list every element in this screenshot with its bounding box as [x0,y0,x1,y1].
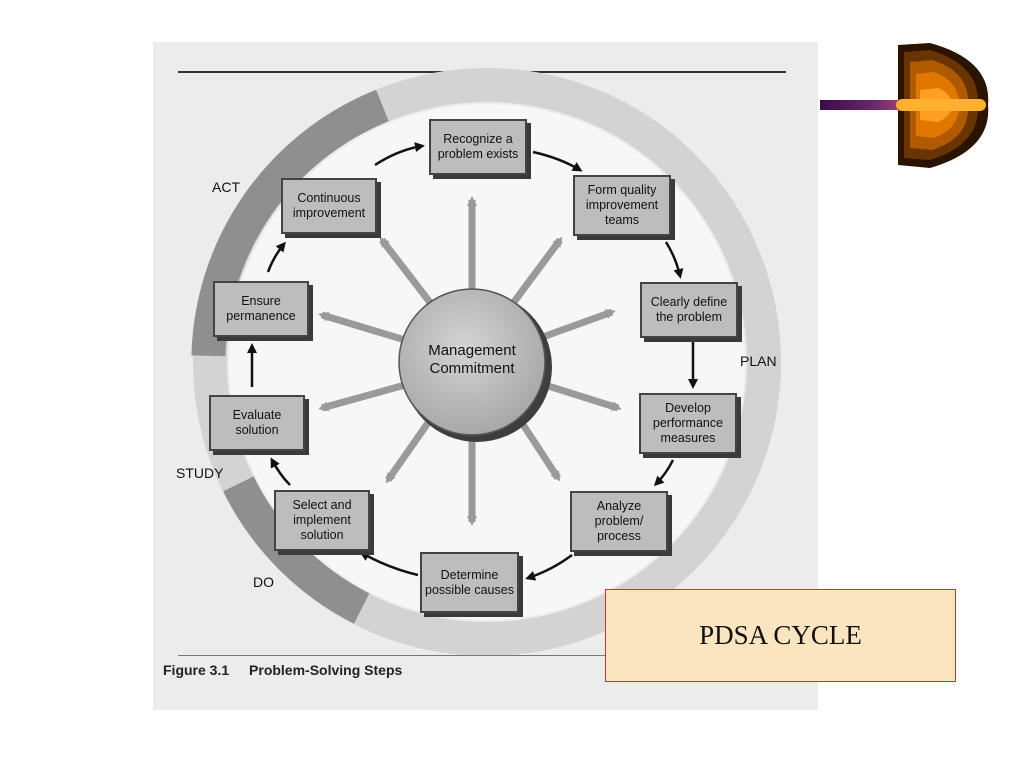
step-continuous: Continuous improvement [281,178,377,234]
step-form-teams: Form quality improvement teams [573,175,671,236]
step-ensure: Ensure permanence [213,281,309,337]
pdsa-title-box: PDSA CYCLE [605,589,956,682]
spokes [318,196,622,526]
phase-label-study: STUDY [176,465,224,481]
phase-label-plan: PLAN [740,353,777,369]
pushpin-decoration-icon [820,43,989,168]
step-define: Clearly define the problem [640,282,738,338]
pdsa-title: PDSA CYCLE [699,620,862,650]
arrow-recognize-to-teams [532,150,583,172]
figure-caption: Figure 3.1 Problem-Solving Steps [163,662,402,678]
figure-number: Figure 3.1 [163,662,230,678]
arrow-select-to-evaluate [270,457,291,486]
arrow-develop-to-analyze [653,459,675,487]
center-label: Management Commitment [400,342,544,378]
spoke-right-down [540,380,622,412]
step-recognize: Recognize a problem exists [429,119,527,175]
outer-ring [193,68,781,656]
ring-dark-arc-lower-left [223,476,370,624]
center-line-2: Commitment [429,360,515,377]
step-develop: Develop performance measures [639,393,737,454]
step-evaluate: Evaluate solution [209,395,305,451]
figure-title: Problem-Solving Steps [249,662,403,678]
spoke-down-left [385,417,433,484]
phase-label-act: ACT [212,179,240,195]
cycle-arrows [247,142,698,581]
center-line-1: Management [428,342,516,359]
spoke-down-right [517,418,561,482]
arrow-teams-to-define [664,241,684,279]
spoke-left-up [318,311,407,344]
step-select: Select and implement solution [274,490,370,551]
arrow-ensure-to-continuous [266,241,286,273]
arrow-continuous-to-recognize [374,142,425,167]
spoke-up-left [379,236,435,308]
step-analyze: Analyze problem/ process [570,491,668,552]
spoke-up-right [505,236,563,313]
spoke-right-up [538,308,616,342]
spoke-left-down [318,381,406,412]
phase-label-do: DO [253,574,274,590]
caption-rule [178,655,608,656]
arrow-analyze-to-determine [525,553,573,581]
step-determine: Determine possible causes [420,552,519,613]
management-commitment-hub [398,288,546,436]
arrow-determine-to-select [359,551,419,577]
